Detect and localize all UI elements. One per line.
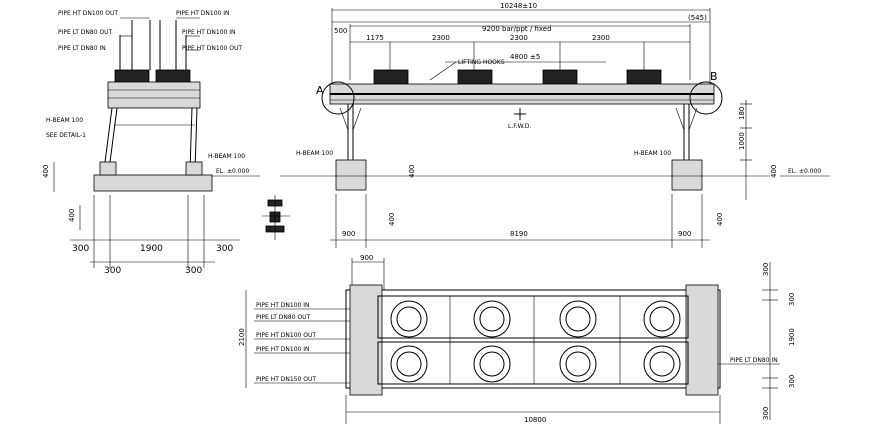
plan-dim-300-d: 300: [762, 407, 770, 420]
front-label-hbeam-left: H-BEAM 100: [296, 150, 333, 157]
plan-row-bottom: [377, 341, 689, 385]
side-foundation: [93, 174, 213, 192]
front-dim-8190: 8190: [510, 230, 528, 238]
plan-fan-4: [643, 300, 681, 338]
plan-label-lt-in: PIPE LT DN80 IN: [730, 357, 778, 364]
detail-symbol: [262, 195, 290, 240]
front-dim-400-a: 400: [408, 165, 416, 178]
front-fan-1: [373, 69, 409, 85]
front-dim-1175: 1175: [366, 34, 384, 42]
side-label-see-detail: SEE DETAIL-1: [46, 132, 86, 139]
front-label-lfwd: L.F.W.D.: [508, 123, 531, 130]
front-dim-2300b: 2300: [510, 34, 528, 42]
plan-dim-1900: 1900: [788, 328, 796, 346]
side-cooler-body: [107, 81, 201, 109]
plan-fans: [390, 300, 681, 383]
plan-fan-2: [473, 300, 511, 338]
front-fan-3: [542, 69, 578, 85]
plan-foundation-right: [685, 284, 719, 396]
front-view: 10248±10 (545) 500 9200 bar/ppt / fixed …: [280, 2, 830, 248]
plan-fan-7: [559, 345, 597, 383]
side-dim-1900: 1900: [140, 244, 163, 254]
side-pad-right: [185, 161, 203, 176]
front-dim-4800: 4800 ±5: [510, 53, 540, 61]
front-dim-180: 180: [738, 107, 746, 120]
side-fan-right: [155, 69, 191, 83]
front-dim-overall: 10248±10: [500, 2, 537, 10]
front-detail-circle-b: [689, 81, 723, 115]
plan-label-ht-dn150-out: PIPE HT DN150 OUT: [256, 376, 316, 383]
front-detail-circle-a: [321, 81, 355, 115]
side-label-ht-in-2: PIPE HT DN100 IN: [182, 29, 236, 36]
plan-label-ht-in-2: PIPE HT DN100 IN: [256, 346, 310, 353]
front-dim-2300c: 2300: [592, 34, 610, 42]
front-fan-4: [626, 69, 662, 85]
side-label-lt-in: PIPE LT DN80 IN: [58, 45, 106, 52]
plan-foundation-left: [349, 284, 383, 396]
plan-label-lt-out: PIPE LT DN80 OUT: [256, 314, 311, 321]
plan-fan-8: [643, 345, 681, 383]
plan-dim-300-a: 300: [762, 263, 770, 276]
plan-dim-300-b: 300: [788, 293, 796, 306]
front-dim-400-d: 400: [716, 213, 724, 226]
front-label-hbeam-right: H-BEAM 100: [634, 150, 671, 157]
side-dim-300-left: 300: [72, 244, 89, 254]
plan-dim-10800: 10800: [524, 416, 546, 424]
side-label-ht-in: PIPE HT DN100 IN: [176, 10, 230, 17]
front-dim-900-left: 900: [342, 230, 355, 238]
front-dim-900-right: 900: [678, 230, 691, 238]
side-dim-400-b: 400: [68, 209, 76, 222]
front-dim-400-c: 400: [770, 165, 778, 178]
side-label-hbeam-right: H-BEAM 100: [208, 153, 245, 160]
plan-row-top: [377, 295, 689, 339]
front-dim-1000: 1000: [738, 132, 746, 150]
front-dim-545: (545): [688, 14, 707, 22]
front-label-lifting-hooks: LIFTING HOOKS: [458, 59, 505, 66]
front-foundation-left: [335, 159, 367, 191]
plan-fan-6: [473, 345, 511, 383]
side-label-hbeam-left: H-BEAM 100: [46, 117, 83, 124]
side-dim-300-right: 300: [216, 244, 233, 254]
plan-label-ht-out: PIPE HT DN100 OUT: [256, 332, 316, 339]
side-label-ht-out: PIPE HT DN100 OUT: [58, 10, 118, 17]
front-dim-500: 500: [334, 27, 347, 35]
side-label-lt-out: PIPE LT DN80 OUT: [58, 29, 113, 36]
side-pad-left: [99, 161, 117, 176]
plan-label-ht-in: PIPE HT DN100 IN: [256, 302, 310, 309]
plan-fan-5: [390, 345, 428, 383]
front-dim-2300a: 2300: [432, 34, 450, 42]
front-dim-fixed: 9200 bar/ppt / fixed: [482, 25, 552, 33]
side-dim-400: 400: [42, 165, 50, 178]
front-fan-2: [457, 69, 493, 85]
plan-fan-3: [559, 300, 597, 338]
plan-dim-300-c: 300: [788, 375, 796, 388]
plan-dim-900-top: 900: [360, 254, 373, 262]
front-label-elevation: EL. ±0.000: [788, 168, 821, 175]
front-label-b: B: [710, 70, 718, 83]
front-dim-400-b: 400: [388, 213, 396, 226]
side-view: PIPE HT DN100 OUT PIPE LT DN80 OUT PIPE …: [42, 10, 260, 276]
side-fan-left: [114, 69, 150, 83]
side-dim-300-bottom-right: 300: [185, 266, 202, 276]
side-label-ht-out-2: PIPE HT DN100 OUT: [182, 45, 242, 52]
side-dim-300-bottom-left: 300: [104, 266, 121, 276]
plan-dim-2100: 2100: [238, 328, 246, 346]
front-label-a: A: [316, 84, 324, 97]
plan-view: 900: [238, 254, 796, 424]
front-foundation-right: [671, 159, 703, 191]
side-label-elevation: EL. ±0.000: [216, 168, 249, 175]
plan-fan-1: [390, 300, 428, 338]
